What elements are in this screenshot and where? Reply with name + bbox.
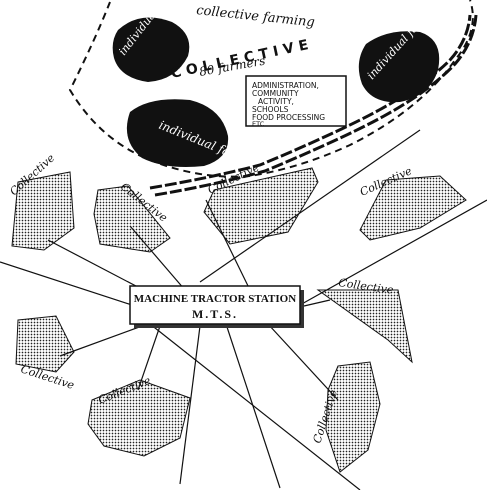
admin-line-3: ACTIVITY, xyxy=(258,97,294,106)
mts-title: MACHINE TRACTOR STATION xyxy=(134,293,296,305)
collective-plot-1 xyxy=(11,171,75,251)
admin-line-4: SCHOOLS xyxy=(252,105,289,114)
collective-plot-3 xyxy=(203,167,319,245)
admin-line-1: ADMINISTRATION, xyxy=(252,81,319,90)
mts-box xyxy=(129,285,301,325)
administration-box xyxy=(245,75,347,127)
admin-line-2: COMMUNITY xyxy=(252,89,299,98)
collective-plot-6 xyxy=(15,315,75,373)
admin-line-6: ETC xyxy=(252,120,265,128)
collective-plot-5 xyxy=(316,289,413,364)
collective-plot-8 xyxy=(325,361,381,473)
collective-farming-label: collective farming xyxy=(196,3,316,30)
collective-plot-2 xyxy=(93,185,171,253)
mts-connection-lines xyxy=(0,129,487,490)
road-lower xyxy=(154,14,478,197)
collective-plot-4 xyxy=(359,175,467,241)
individual-farm-blob-3 xyxy=(126,99,229,167)
mts-abbrev: M.T.S. xyxy=(192,307,238,321)
individual-farm-blob-2 xyxy=(358,31,440,103)
road-upper xyxy=(149,14,472,190)
admin-line-5: FOOD PROCESSING xyxy=(252,113,325,122)
individual-farm-blob-1 xyxy=(112,17,190,82)
collective-plot-7 xyxy=(87,379,191,457)
